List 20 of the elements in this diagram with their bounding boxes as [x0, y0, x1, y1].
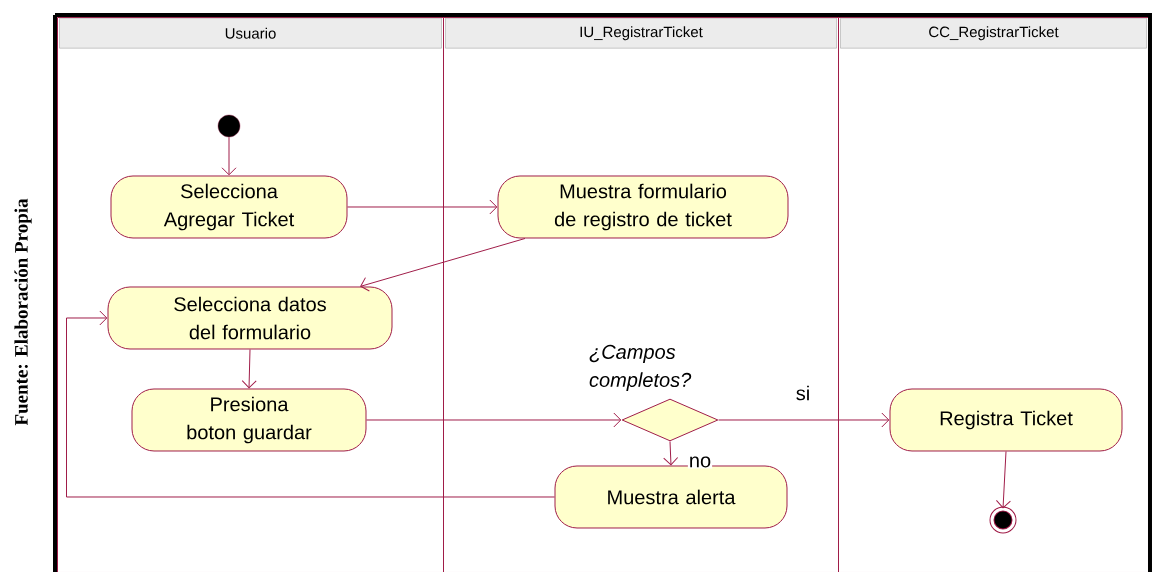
activity-box: Muestra formulario de registro de ticket: [497, 175, 789, 239]
arrow: [366, 412, 622, 428]
start-node: [217, 114, 241, 138]
edge-label: si: [796, 385, 809, 401]
arrow: [718, 412, 890, 428]
activity-box: Selecciona Agregar Ticket: [110, 175, 348, 239]
arrow: [360, 238, 526, 292]
arrow: [995, 451, 1011, 509]
activity-box: Registra Ticket: [889, 388, 1123, 452]
activity-box: Presiona boton guardar: [131, 388, 367, 452]
edge-label: no: [690, 456, 711, 468]
arrow: [221, 136, 237, 176]
activity-box: Selecciona datos del formulario: [107, 286, 393, 350]
arrow: [663, 441, 679, 466]
arrow: [241, 349, 257, 389]
caption: Fuente: Elaboración Propia: [14, 198, 32, 426]
node-label: ¿Campos completos?: [589, 344, 692, 391]
end-node: [989, 506, 1017, 534]
arrow: [66, 310, 555, 498]
arrow: [347, 199, 498, 215]
